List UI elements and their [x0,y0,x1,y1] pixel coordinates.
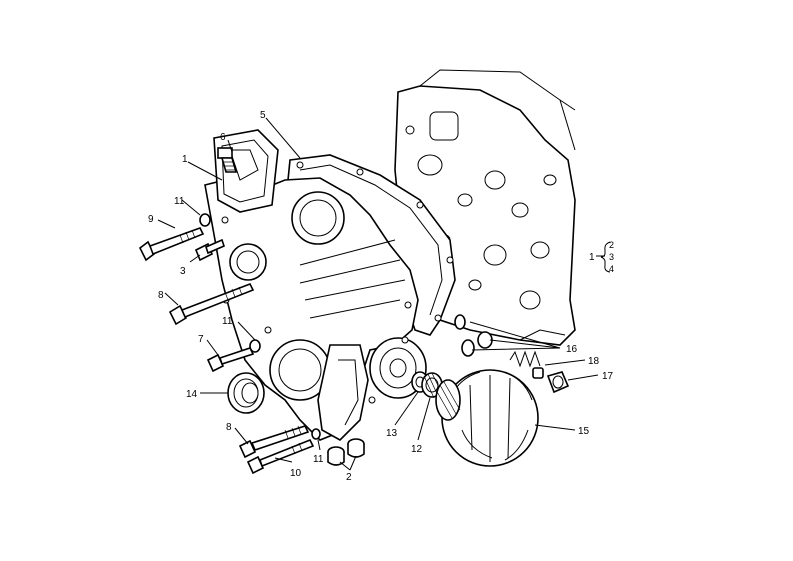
label-part-13: 13 [386,428,398,439]
stud-3 [194,238,225,262]
label-part-11-middle: 11 [222,316,233,327]
leader-lines [157,117,605,471]
label-part-17: 17 [602,371,614,382]
label-part-6: 6 [220,132,226,143]
label-part-18: 18 [588,356,600,367]
oil-filter-15 [435,369,539,467]
bolt-7 [206,347,255,373]
group-callout: 1 2 3 4 [589,240,614,274]
label-part-15: 15 [578,426,590,437]
label-part-16: 16 [566,344,578,355]
part-labels: 1 6 5 11 9 3 8 7 11 14 8 10 11 2 13 12 1… [148,110,614,483]
label-part-8-lower: 8 [226,422,232,433]
bolt-8-upper [168,282,255,326]
group-callout-main: 1 [589,252,595,263]
bolt-9 [138,227,205,262]
group-callout-sub-bot: 4 [609,264,614,274]
washer-11-top [199,213,211,227]
plugs-2 [327,438,365,466]
bolt-8-lower [238,425,310,459]
label-part-11-bottom: 11 [313,454,324,465]
bolt-10 [246,438,315,475]
label-part-9: 9 [148,214,154,225]
bolt-6 [217,147,238,173]
label-part-1: 1 [182,154,188,165]
label-part-2: 2 [346,472,352,483]
label-part-8-upper: 8 [158,290,164,301]
label-part-3: 3 [180,266,186,277]
plug-17 [546,371,570,394]
label-part-5: 5 [260,110,266,121]
label-part-11-top: 11 [174,196,185,207]
group-callout-sub-mid: 3 [609,252,614,262]
seal-14 [227,372,265,414]
group-callout-sub-top: 2 [609,240,614,250]
label-part-12: 12 [411,444,423,455]
washer-11-middle [249,339,261,353]
spring-18 [509,350,544,379]
label-part-10: 10 [290,468,302,479]
label-part-14: 14 [186,389,198,400]
label-part-7: 7 [198,334,204,345]
washer-11-bottom [311,428,321,440]
